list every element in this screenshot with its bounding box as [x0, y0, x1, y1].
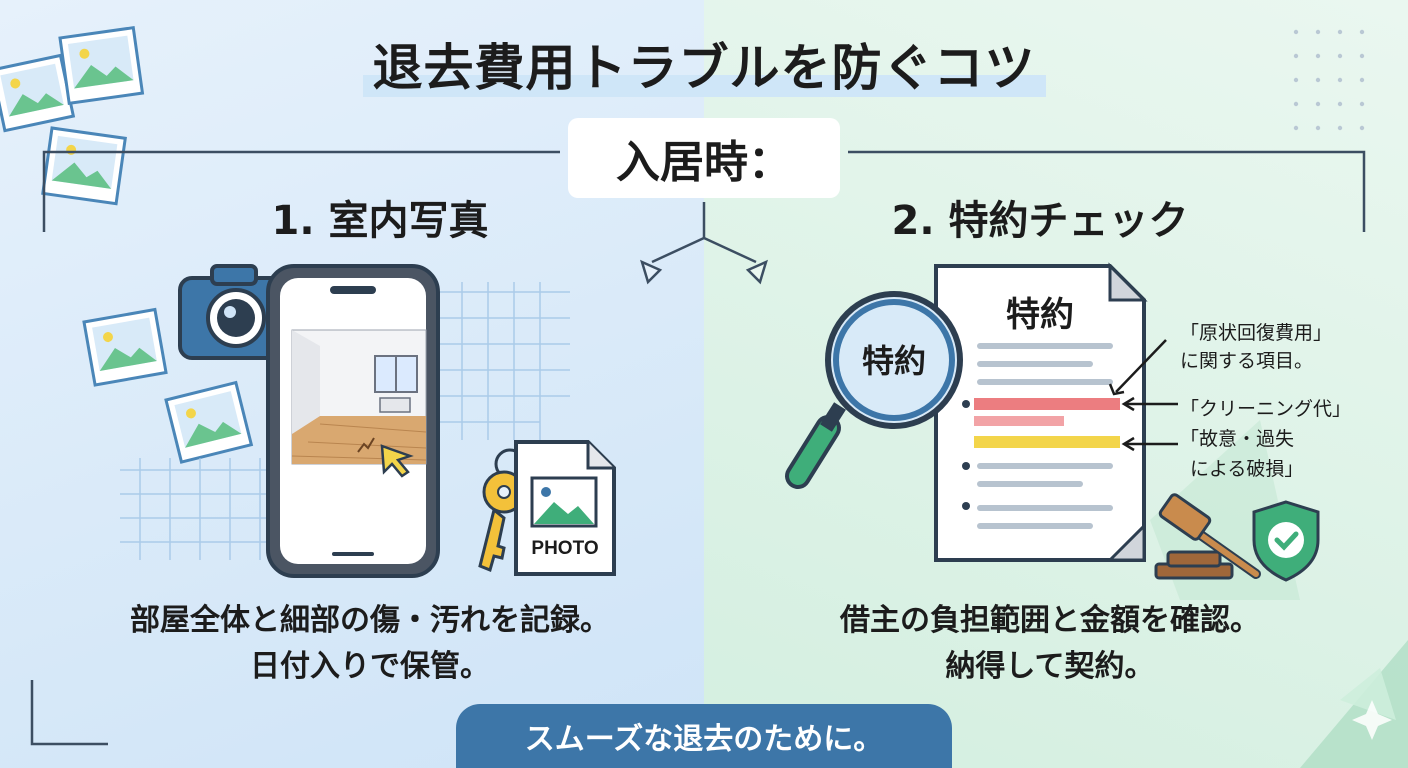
document-icon: 特約	[934, 262, 1148, 562]
shield-check-icon	[1252, 500, 1320, 582]
subtitle-box: 入居時：	[568, 118, 840, 198]
gavel-icon	[1154, 493, 1261, 580]
picture-icon	[0, 53, 76, 133]
annotation-cleaning: 「クリーニング代」	[1180, 398, 1352, 420]
left-section-heading: 1. 室内写真	[271, 198, 489, 244]
picture-icon	[41, 126, 127, 206]
annotation-koi-2: による破損」	[1190, 458, 1304, 480]
right-illustration: 特約 特約	[785, 262, 1320, 582]
highlight-yellow	[974, 436, 1120, 448]
camera-icon	[178, 264, 292, 360]
right-desc-line1: 借主の負担範囲と金額を確認。	[840, 603, 1260, 638]
picture-icon	[164, 380, 254, 464]
page-title: 退去費用トラブルを防ぐコツ	[0, 28, 1408, 100]
sparkle-icon	[1352, 700, 1392, 740]
right-section-heading: 2. 特約チェック	[891, 198, 1189, 244]
right-desc-line2: 納得して契約。	[945, 649, 1155, 684]
picture-icon	[82, 307, 168, 387]
photo-file-icon: PHOTO	[514, 440, 616, 576]
subtitle: 入居時：	[616, 137, 792, 188]
picture-icon	[58, 26, 145, 106]
left-illustration: PHOTO	[178, 264, 616, 578]
left-desc-line1: 部屋全体と細部の傷・汚れを記録。	[130, 603, 610, 638]
footer-text: スムーズな退去のために。	[524, 722, 884, 757]
magnifier-icon: 特約	[785, 291, 963, 489]
lens-label: 特約	[862, 342, 926, 380]
smartphone-icon	[266, 264, 440, 578]
right-description: 借主の負担範囲と金額を確認。 納得して契約。	[770, 598, 1330, 690]
highlight-red	[974, 398, 1120, 410]
annotation-genjo-2: に関する項目。	[1180, 350, 1314, 372]
left-description: 部屋全体と細部の傷・汚れを記録。 日付入りで保管。	[70, 598, 670, 690]
photo-label: PHOTO	[531, 538, 598, 559]
footer-banner: スムーズな退去のために。	[456, 704, 952, 768]
annotation-koi: 「故意・過失	[1180, 428, 1295, 450]
left-desc-line2: 日付入りで保管。	[250, 649, 490, 684]
annotation-genjo: 「原状回復費用」	[1180, 322, 1333, 344]
document-title: 特約	[1006, 295, 1074, 335]
